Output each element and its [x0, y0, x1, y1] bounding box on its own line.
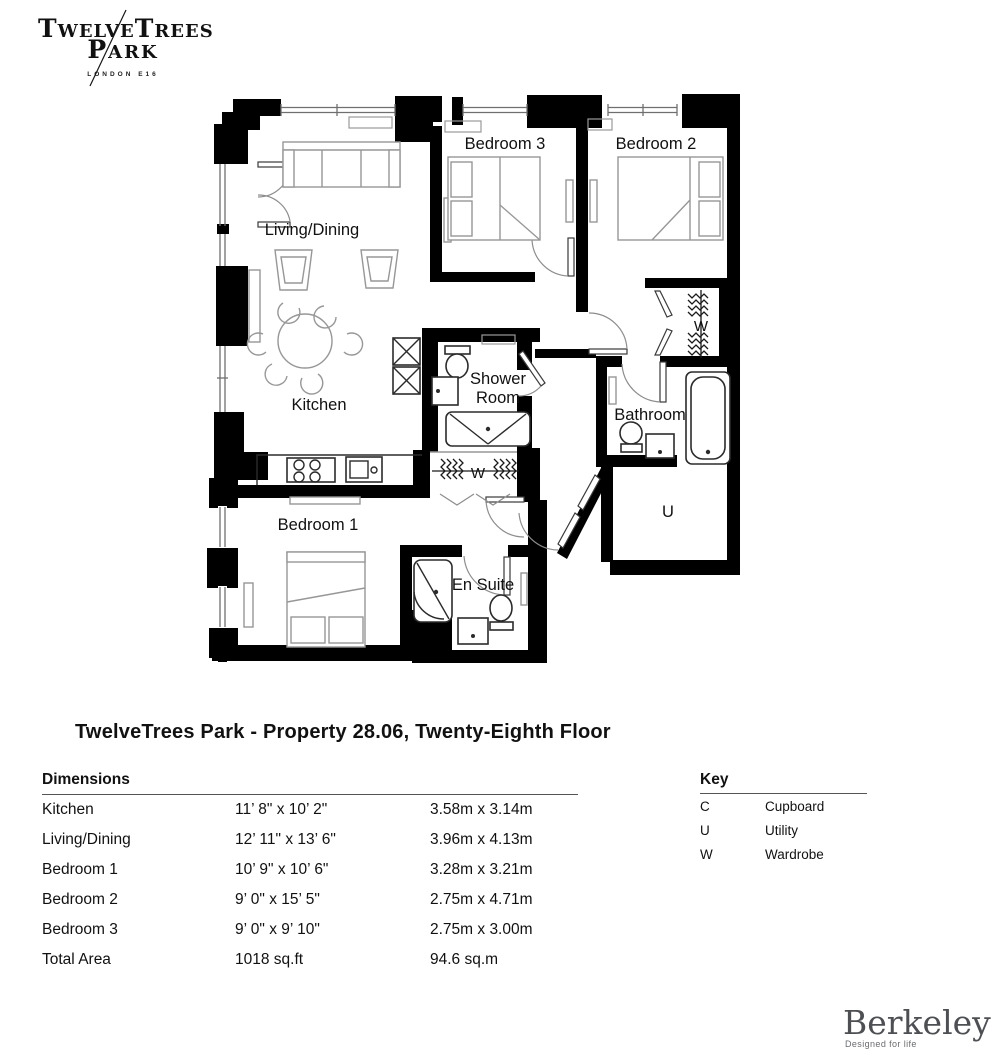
dimension-imperial: 1018 sq.ft [235, 951, 304, 968]
key-label: Wardrobe [765, 846, 824, 862]
room-label-shower-room-line2: Room [476, 389, 520, 407]
key-symbol: W [700, 846, 713, 862]
room-label-living-dining: Living/Dining [265, 221, 359, 239]
dimension-metric: 3.96m x 4.13m [430, 831, 533, 848]
windows [217, 104, 678, 627]
key-legend: Key C Cupboard U Utility W Wardrobe [700, 771, 867, 866]
dimension-imperial: 10’ 9" x 10’ 6" [235, 861, 329, 878]
dimension-room: Bedroom 1 [42, 861, 118, 878]
dimension-row: Kitchen 11’ 8" x 10’ 2" 3.58m x 3.14m [42, 795, 578, 825]
room-label-bedroom-2: Bedroom 2 [616, 135, 697, 153]
dimension-imperial: 11’ 8" x 10’ 2" [235, 801, 328, 818]
key-item: C Cupboard [700, 794, 867, 818]
wardrobe-symbol-bedroom2: W [694, 318, 709, 335]
furniture [243, 141, 724, 648]
dimension-row: Bedroom 1 10’ 9" x 10’ 6" 3.28m x 3.21m [42, 855, 578, 885]
dimension-room: Bedroom 3 [42, 921, 118, 938]
wardrobe-symbol-middle: W [471, 465, 486, 482]
room-label-bedroom-1: Bedroom 1 [278, 516, 359, 534]
room-label-bedroom-3: Bedroom 3 [465, 135, 546, 153]
page-title: TwelveTrees Park - Property 28.06, Twent… [75, 721, 611, 743]
logo-location: LONDON E16 [87, 70, 159, 78]
brand-tagline: Designed for life [845, 1039, 917, 1049]
floor-plan: Living/Dining Bedroom 3 Bedroom 2 Kitche… [207, 94, 740, 663]
dimensions-table: Dimensions Kitchen 11’ 8" x 10’ 2" 3.58m… [42, 771, 578, 975]
dimension-metric: 94.6 sq.m [430, 951, 499, 968]
room-label-bathroom: Bathroom [614, 406, 686, 424]
key-symbol: C [700, 798, 710, 814]
dimension-metric: 3.28m x 3.21m [430, 861, 533, 878]
key-item: W Wardrobe [700, 842, 867, 866]
dimension-room: Bedroom 2 [42, 891, 118, 908]
key-heading: Key [700, 771, 867, 794]
development-logo: TwelveTrees Park LONDON E16 [38, 9, 213, 87]
brand-name: Berkeley [843, 1003, 991, 1042]
fixtures [256, 290, 731, 645]
dimension-imperial: 9’ 0" x 9’ 10" [235, 921, 320, 938]
dimension-metric: 2.75m x 3.00m [430, 921, 533, 938]
dimension-metric: 3.58m x 3.14m [430, 801, 533, 818]
dimension-row: Bedroom 3 9’ 0" x 9’ 10" 2.75m x 3.00m [42, 915, 578, 945]
dimension-room: Kitchen [42, 801, 94, 818]
dimension-room: Living/Dining [42, 831, 131, 848]
dimension-room: Total Area [42, 951, 111, 968]
key-label: Utility [765, 822, 798, 838]
dimension-metric: 2.75m x 4.71m [430, 891, 533, 908]
room-label-en-suite: En Suite [452, 576, 514, 594]
key-item: U Utility [700, 818, 867, 842]
dimensions-heading: Dimensions [42, 771, 578, 795]
dimension-imperial: 9’ 0" x 15’ 5" [235, 891, 320, 908]
dimension-row: Living/Dining 12’ 11" x 13’ 6" 3.96m x 4… [42, 825, 578, 855]
room-label-shower-room-line1: Shower [470, 370, 526, 388]
doors [257, 161, 673, 596]
walls [207, 94, 740, 663]
key-label: Cupboard [765, 798, 825, 814]
key-symbol: U [700, 822, 710, 838]
berkeley-logo: Berkeley Designed for life [843, 1006, 991, 1049]
dimension-row: Bedroom 2 9’ 0" x 15’ 5" 2.75m x 4.71m [42, 885, 578, 915]
room-label-kitchen: Kitchen [291, 396, 346, 414]
dimension-imperial: 12’ 11" x 13’ 6" [235, 831, 336, 848]
dimension-row-total: Total Area 1018 sq.ft 94.6 sq.m [42, 945, 578, 975]
utility-symbol: U [662, 503, 674, 521]
